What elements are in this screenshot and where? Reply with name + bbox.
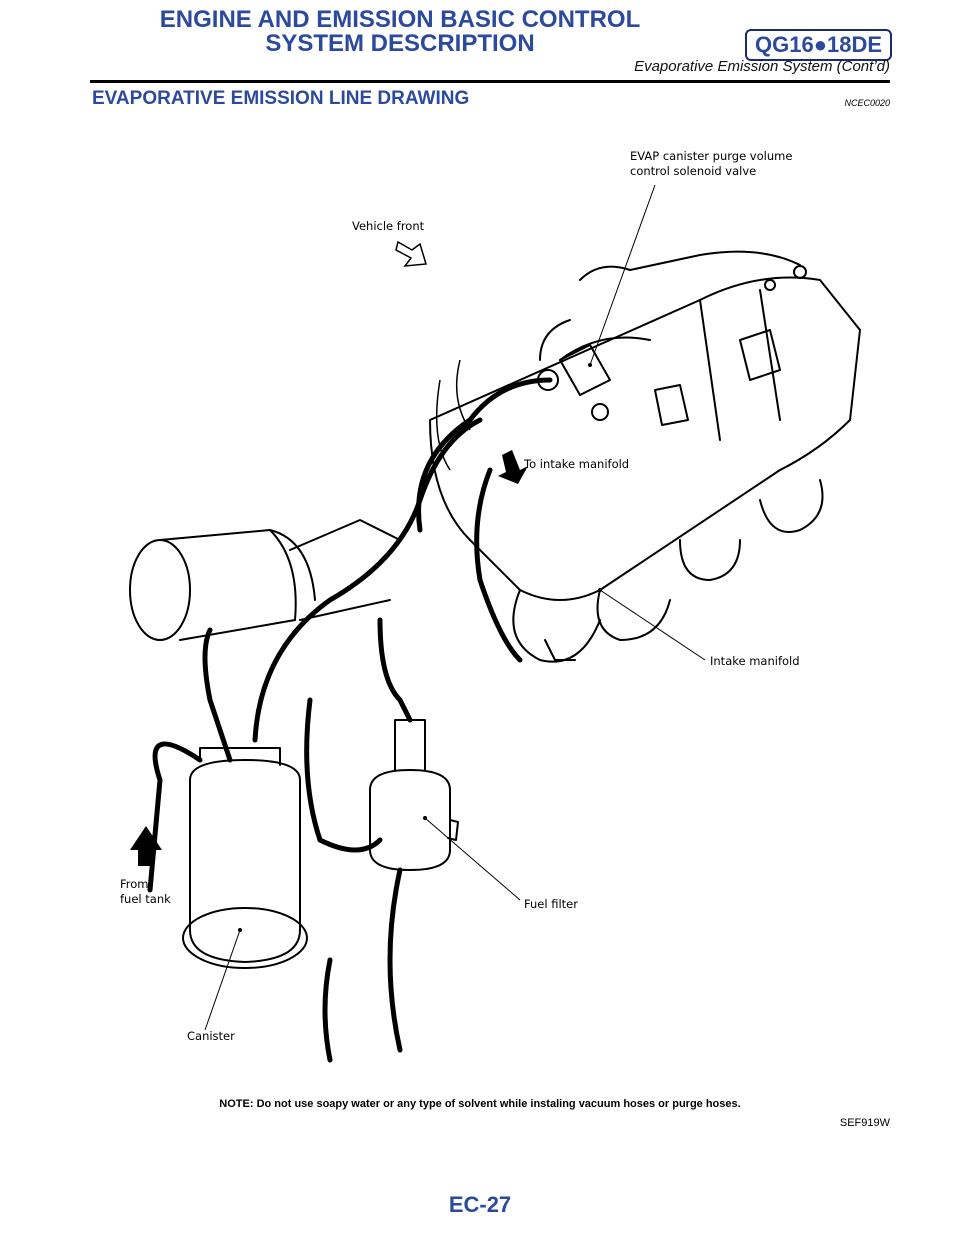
label-purge-valve-line1: EVAP canister purge volume (630, 149, 792, 163)
label-purge-valve-line2: control solenoid valve (630, 164, 756, 178)
page-header-title: ENGINE AND EMISSION BASIC CONTROL SYSTEM… (150, 8, 650, 56)
label-vehicle-front: Vehicle front (352, 219, 425, 233)
label-to-intake: To intake manifold (523, 457, 629, 471)
figure-id: SEF919W (839, 1117, 890, 1129)
header-title-line2: SYSTEM DESCRIPTION (265, 30, 535, 57)
section-code: NCEC0020 (844, 98, 890, 108)
header-divider (90, 80, 890, 83)
vehicle-front-arrow-icon (395, 240, 427, 267)
label-fuel-filter: Fuel filter (524, 897, 578, 911)
canister-shape (189, 759, 301, 963)
caution-note: NOTE: Do not use soapy water or any type… (219, 1098, 741, 1110)
label-canister: Canister (187, 1029, 235, 1043)
purge-valve-shape (559, 344, 611, 396)
label-intake-manifold: Intake manifold (710, 654, 800, 668)
section-title: EVAPORATIVE EMISSION LINE DRAWING (92, 88, 470, 109)
to-intake-arrow-icon (498, 450, 528, 484)
from-tank-arrow-icon (130, 826, 162, 866)
intake-manifold-shape (429, 276, 861, 601)
fuel-filter-shape (369, 769, 451, 871)
header-title-line1: ENGINE AND EMISSION BASIC CONTROL (159, 6, 641, 33)
header-subtitle: Evaporative Emission System (Cont’d) (634, 58, 890, 75)
evap-line-drawing: EVAP canister purge volume control solen… (120, 149, 861, 1063)
page-number: EC-27 (448, 1192, 512, 1217)
model-badge: QG16●18DE (745, 29, 893, 61)
label-from-tank-line1: From (120, 877, 149, 891)
label-from-tank-line2: fuel tank (120, 892, 171, 906)
